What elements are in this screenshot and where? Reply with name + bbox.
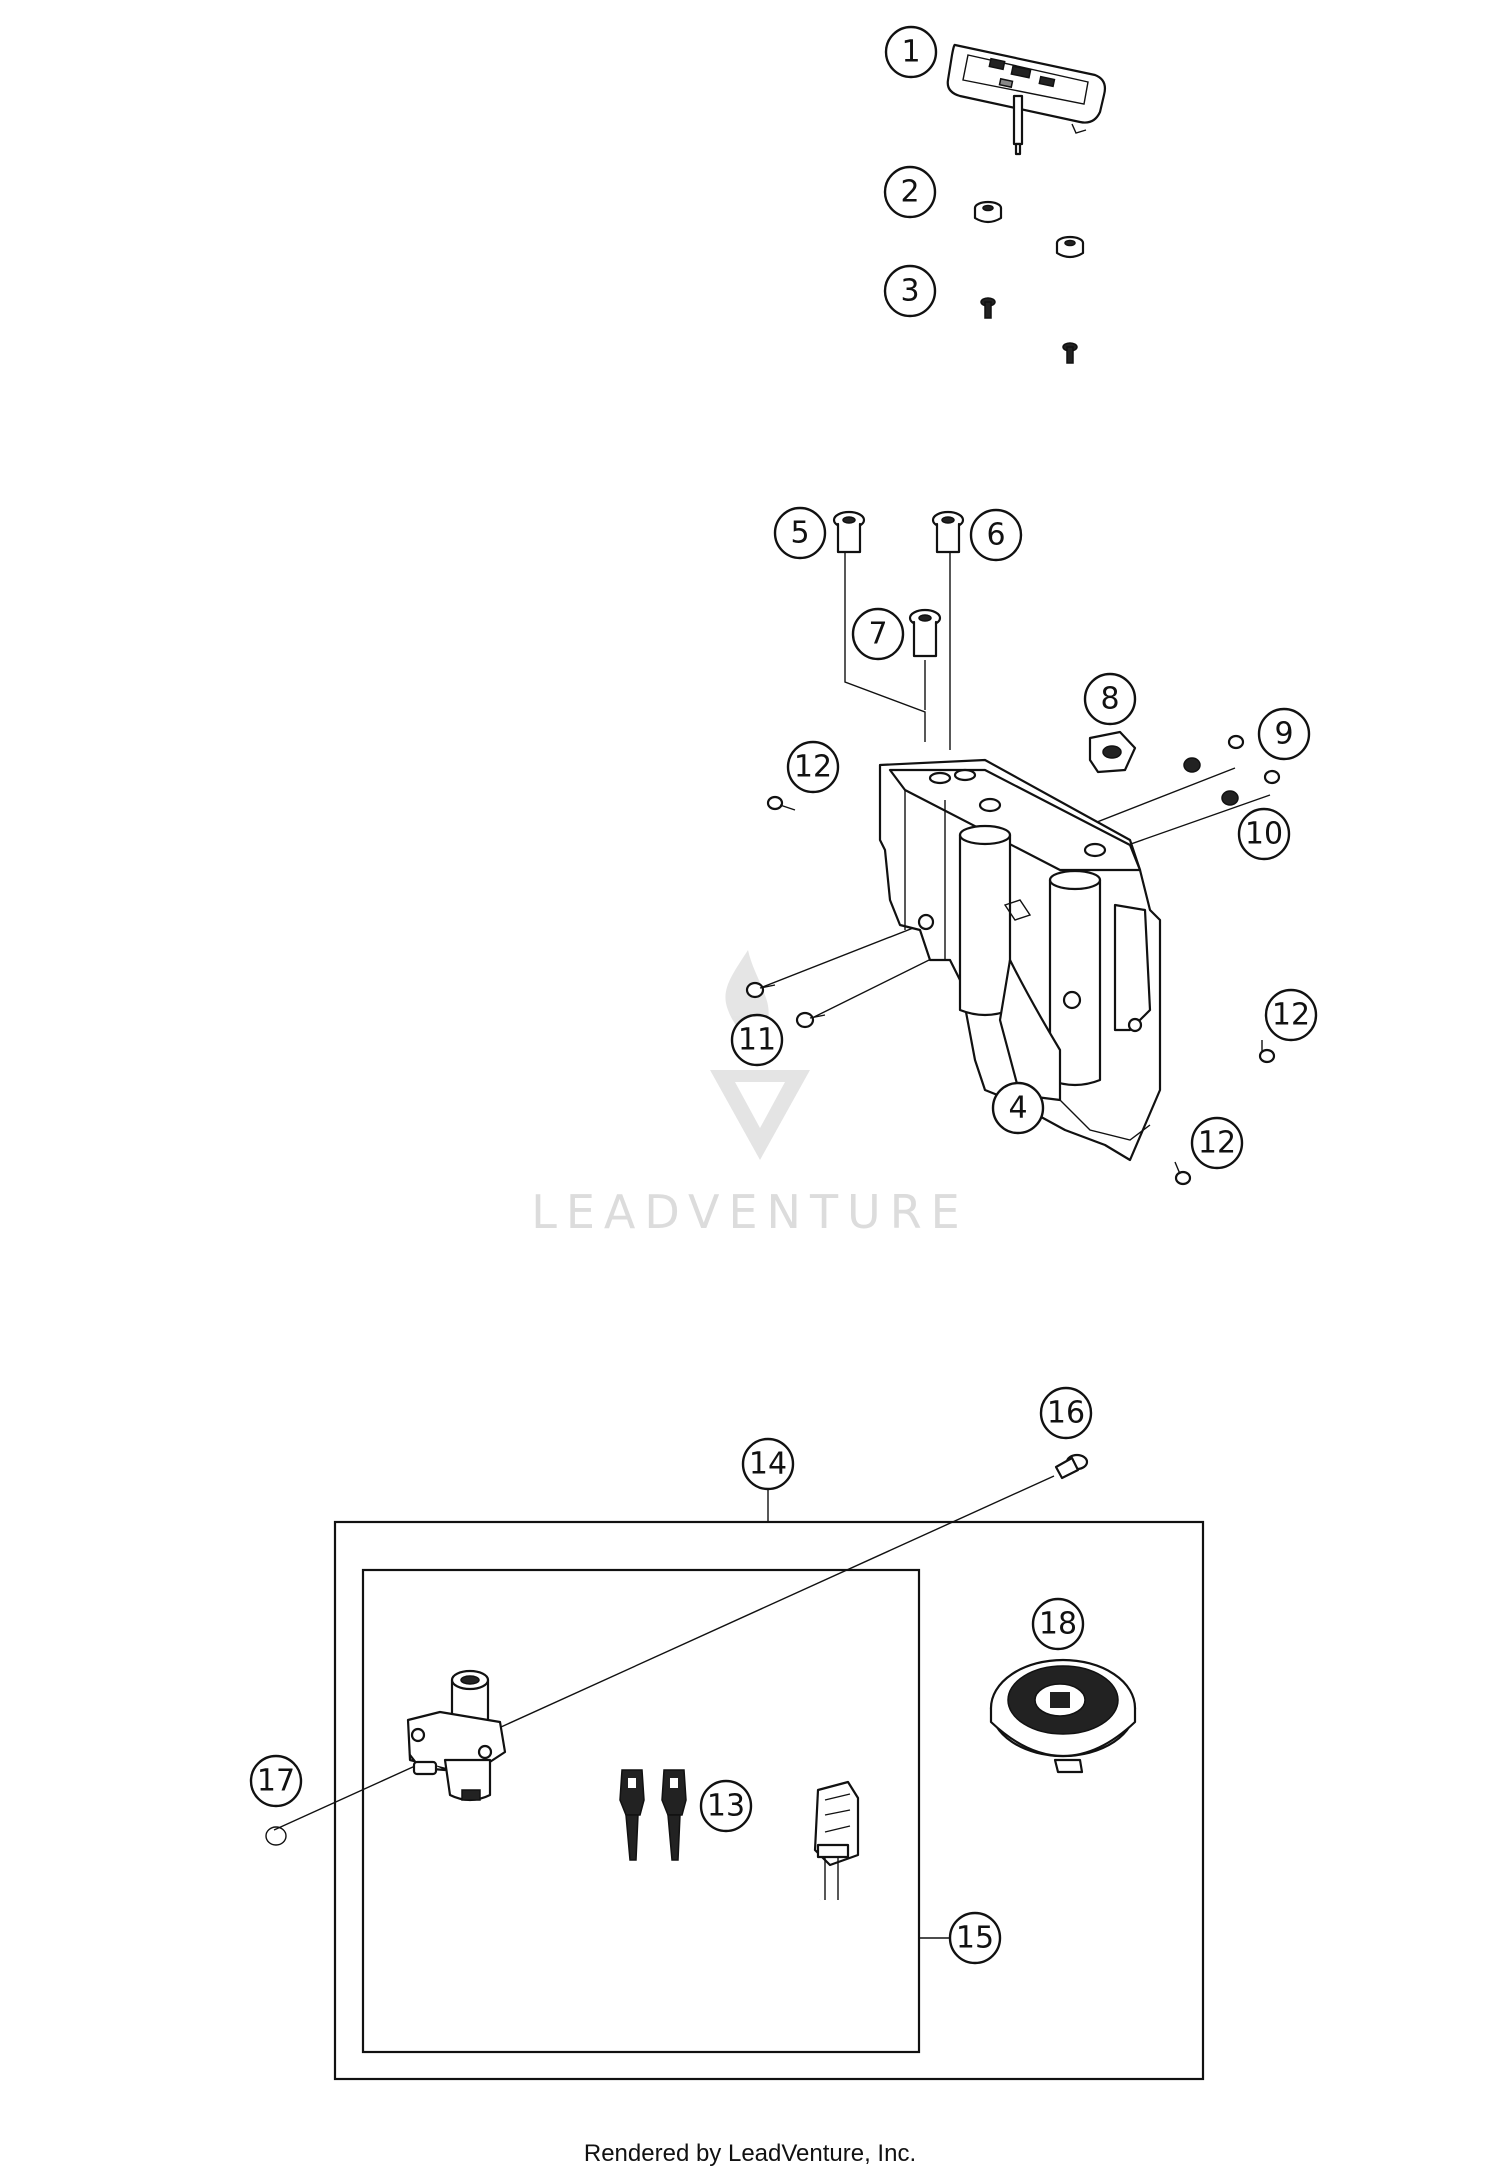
svg-text:2: 2	[900, 175, 919, 210]
svg-text:13: 13	[707, 1789, 745, 1824]
bracket-icon	[878, 758, 1162, 1162]
svg-text:7: 7	[868, 617, 887, 652]
svg-text:14: 14	[749, 1447, 787, 1482]
callout-3: 3	[883, 264, 937, 318]
watermark: LEADVENTURE	[531, 950, 969, 1239]
svg-text:8: 8	[1100, 682, 1119, 717]
screw-icon	[980, 297, 1078, 364]
svg-text:4: 4	[1008, 1091, 1027, 1126]
callout-10: 10	[1237, 807, 1291, 861]
svg-text:16: 16	[1047, 1396, 1085, 1431]
svg-text:12: 12	[1198, 1126, 1236, 1161]
screw-icon	[745, 981, 826, 1029]
callout-1: 1	[884, 25, 938, 79]
ring-icon	[265, 1826, 287, 1846]
callout-16: 16	[1039, 1386, 1093, 1440]
clip-icon	[1088, 730, 1137, 774]
callout-4: 4	[991, 1081, 1045, 1135]
svg-text:3: 3	[900, 274, 919, 309]
svg-text:11: 11	[738, 1023, 776, 1058]
svg-text:5: 5	[790, 516, 809, 551]
instrument-cluster-icon	[946, 43, 1107, 156]
grommet-icon	[973, 200, 1085, 259]
svg-text:10: 10	[1245, 817, 1283, 852]
screw-icon	[766, 795, 1276, 1186]
callout-12-b: 12	[1264, 988, 1318, 1042]
svg-text:9: 9	[1274, 717, 1293, 752]
callout-12-a: 12	[786, 740, 840, 794]
kit-outer-box	[333, 1490, 1205, 2081]
svg-text:15: 15	[956, 1921, 994, 1956]
kit-inner-box	[361, 1568, 950, 2054]
bolt-icon	[1054, 1453, 1089, 1480]
callout-8: 8	[1083, 672, 1137, 726]
callout-5: 5	[773, 506, 827, 560]
callout-12-c: 12	[1190, 1116, 1244, 1170]
svg-text:18: 18	[1039, 1607, 1077, 1642]
fuel-cap-icon	[989, 1658, 1137, 1774]
svg-text:6: 6	[986, 518, 1005, 553]
svg-text:12: 12	[1272, 998, 1310, 1033]
render-credit: Rendered by LeadVenture, Inc.	[583, 2140, 917, 2167]
callout-7: 7	[851, 607, 905, 661]
svg-text:12: 12	[794, 750, 832, 785]
ignition-lock-icon	[406, 1669, 860, 1988]
callout-6: 6	[969, 508, 1023, 562]
callout-9: 9	[1257, 707, 1311, 761]
svg-text:17: 17	[257, 1764, 295, 1799]
callout-11: 11	[730, 1013, 784, 1067]
callout-15: 15	[948, 1911, 1002, 1965]
callout-13: 13	[699, 1779, 753, 1833]
callout-17: 17	[249, 1754, 303, 1808]
washer-icon	[1183, 734, 1281, 806]
callout-2: 2	[883, 165, 937, 219]
leader-16-17	[273, 1475, 1055, 1831]
svg-text:1: 1	[901, 35, 920, 70]
callout-18: 18	[1031, 1597, 1085, 1651]
key-icon	[619, 1769, 687, 1861]
watermark-text: LEADVENTURE	[531, 1185, 969, 1239]
sleeve-icon	[832, 510, 965, 658]
callout-14: 14	[741, 1437, 795, 1491]
